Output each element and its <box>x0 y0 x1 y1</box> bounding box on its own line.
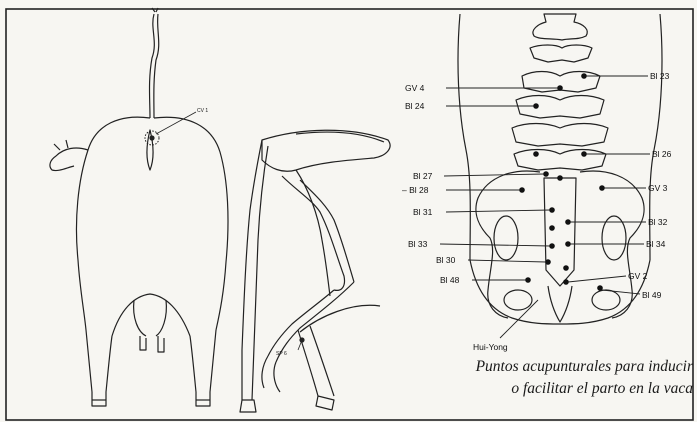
label-bl48: Bl 48 <box>440 275 460 285</box>
cow-rear-view <box>50 8 228 406</box>
label-bl32: Bl 32 <box>648 217 668 227</box>
label-cv1: CV 1 <box>197 108 208 114</box>
pelvic-limb-skeleton <box>240 130 390 412</box>
label-sp6: SP 6 <box>276 351 287 357</box>
label-bl23: Bl 23 <box>650 71 670 81</box>
label-bl27: Bl 27 <box>413 171 433 181</box>
label-bl30: Bl 30 <box>436 255 456 265</box>
caption-line-1: Puntos acupunturales para inducir <box>476 358 693 376</box>
caption-line-2: o facilitar el parto en la vaca <box>511 380 693 398</box>
label-bl31: Bl 31 <box>413 207 433 217</box>
label-gv4: GV 4 <box>405 83 425 93</box>
label-bl49: Bl 49 <box>642 290 662 300</box>
label-gv3: GV 3 <box>648 183 668 193</box>
label-hui-yong: Hui-Yong <box>473 342 508 352</box>
label-bl33: Bl 33 <box>408 239 428 249</box>
label-gv2: GV 2 <box>628 271 648 281</box>
label-bl34: Bl 34 <box>646 239 666 249</box>
label-bl28: – Bl 28 <box>402 185 429 195</box>
label-bl26: Bl 26 <box>652 149 672 159</box>
label-bl24: Bl 24 <box>405 101 425 111</box>
